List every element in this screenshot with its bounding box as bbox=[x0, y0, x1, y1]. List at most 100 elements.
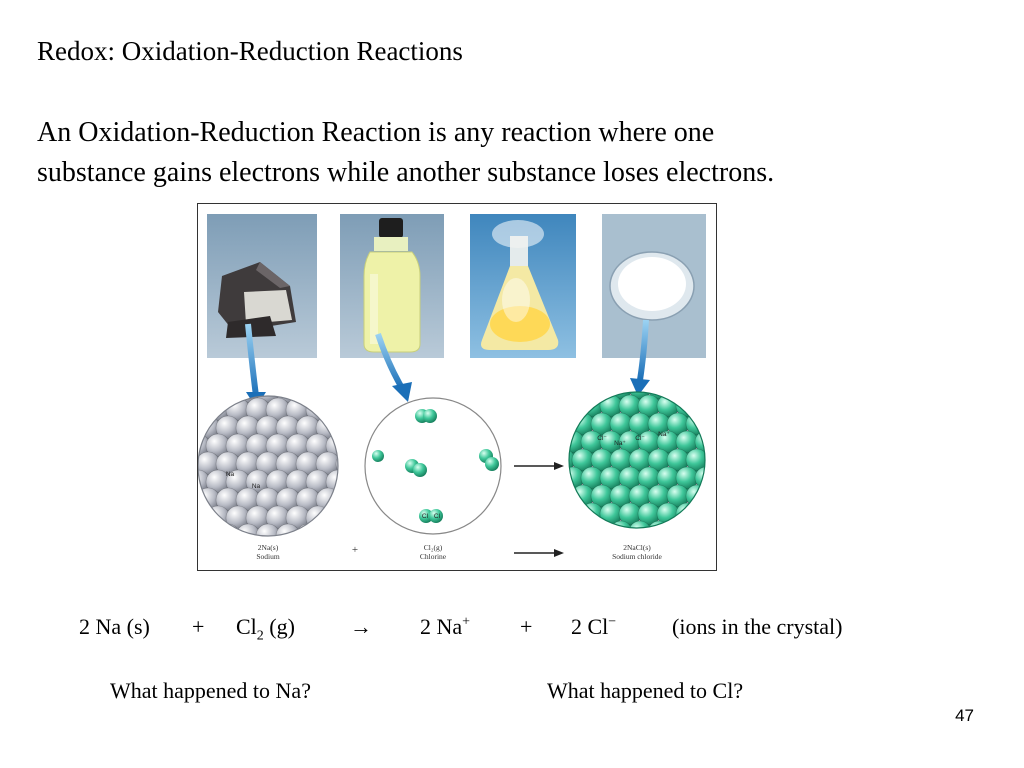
lattice-sphere bbox=[571, 392, 595, 400]
lattice-sphere bbox=[628, 392, 652, 400]
lattice-sphere bbox=[694, 394, 705, 418]
lattice-sphere bbox=[198, 415, 201, 441]
sodium-formula-label: 2Na(s) bbox=[258, 543, 279, 552]
intro-text: An Oxidation-Reduction Reaction is any r… bbox=[37, 113, 997, 193]
lattice-sphere bbox=[198, 523, 221, 536]
chlorine-base: Cl bbox=[236, 614, 257, 639]
sodium-chloride-crystal-model: Cl⁻ Na⁺ Cl⁻ Na⁺ bbox=[568, 391, 715, 545]
lattice-sphere bbox=[686, 514, 700, 528]
chlorine-molecule-model: Cl Cl bbox=[364, 397, 502, 535]
sodium-photo bbox=[207, 214, 317, 358]
lattice-sphere bbox=[315, 523, 338, 536]
slide-title: Redox: Oxidation-Reduction Reactions bbox=[37, 36, 463, 66]
sodium-ion-label-2: Na⁺ bbox=[658, 431, 670, 438]
lattice-sphere bbox=[704, 484, 705, 508]
lattice-sphere bbox=[685, 520, 705, 528]
question-sodium: What happened to Na? bbox=[110, 678, 311, 703]
lattice-sphere bbox=[678, 533, 690, 545]
lattice-sphere bbox=[198, 396, 201, 405]
sodium-ion-charge: + bbox=[462, 614, 471, 630]
lattice-sphere bbox=[569, 394, 585, 418]
sodium-atom-model: Na Na bbox=[198, 395, 370, 537]
lattice-sphere bbox=[704, 448, 705, 472]
chloride-ion-charge: − bbox=[608, 614, 617, 630]
chlorine-atom-label-2: Cl bbox=[434, 513, 441, 520]
lattice-sphere bbox=[704, 520, 705, 528]
lattice-sphere bbox=[569, 392, 577, 402]
lattice-sphere bbox=[215, 523, 241, 536]
equation-plus-1: + bbox=[192, 614, 205, 639]
lattice-sphere bbox=[666, 520, 690, 528]
lattice-sphere bbox=[569, 520, 576, 528]
lattice-sphere bbox=[714, 395, 715, 417]
lattice-sphere bbox=[590, 520, 614, 528]
figure-plus-sign: + bbox=[352, 544, 358, 556]
equation-product-sodium-ion: 2 Na+ bbox=[420, 614, 470, 640]
lattice-sphere bbox=[704, 412, 705, 436]
page-number: 47 bbox=[955, 706, 974, 725]
equation-reactant-chlorine: Cl2 (g) bbox=[236, 614, 295, 644]
lattice-sphere bbox=[198, 505, 211, 531]
reaction-flask-photo bbox=[470, 214, 576, 358]
equation-plus-2: + bbox=[520, 614, 533, 639]
lattice-sphere bbox=[215, 396, 241, 405]
lattice-sphere bbox=[706, 515, 715, 527]
lattice-sphere bbox=[295, 396, 321, 405]
lattice-sphere bbox=[706, 479, 715, 491]
lattice-sphere bbox=[590, 392, 614, 400]
chloride-ion-label: Cl⁻ bbox=[597, 435, 607, 442]
lattice-sphere bbox=[694, 502, 705, 526]
lattice-sphere bbox=[572, 514, 586, 528]
lattice-sphere bbox=[706, 443, 715, 455]
lattice-sphere bbox=[198, 397, 211, 423]
sodium-ion-label: Na⁺ bbox=[614, 440, 626, 447]
product-formula-label: 2NaCl(s) bbox=[623, 543, 651, 552]
lattice-sphere bbox=[696, 496, 705, 510]
chlorine-atom-label: Cl bbox=[422, 513, 429, 520]
lattice-sphere bbox=[569, 392, 576, 400]
lattice-sphere bbox=[335, 396, 338, 405]
lattice-sphere bbox=[714, 503, 715, 525]
equation-reactant-sodium: 2 Na (s) bbox=[79, 614, 150, 639]
lattice-sphere bbox=[235, 523, 261, 536]
chlorine-name-label: Chlorine bbox=[420, 552, 447, 561]
chloride-ion-label-2: Cl⁻ bbox=[635, 435, 645, 442]
lattice-sphere bbox=[325, 397, 338, 423]
lattice-sphere bbox=[697, 533, 709, 545]
lattice-sphere bbox=[571, 520, 595, 528]
chlorine-state: (g) bbox=[263, 614, 295, 639]
lattice-sphere bbox=[714, 467, 715, 489]
sodium-atom-label: Na bbox=[226, 471, 235, 478]
lattice-sphere bbox=[335, 415, 338, 441]
lattice-sphere bbox=[255, 523, 281, 536]
lattice-sphere bbox=[346, 506, 370, 530]
chlorine-subscript: 2 bbox=[256, 628, 264, 644]
intro-line-2: substance gains electrons while another … bbox=[37, 157, 775, 188]
lattice-sphere bbox=[198, 523, 201, 536]
sodium-chloride-photo bbox=[602, 214, 706, 358]
lattice-sphere bbox=[714, 431, 715, 453]
lattice-sphere bbox=[569, 412, 576, 436]
lattice-sphere bbox=[583, 533, 595, 545]
chloride-ion-base: 2 Cl bbox=[571, 614, 609, 639]
lattice-sphere bbox=[295, 523, 321, 536]
reaction-illustration: Na Na Cl Cl bbox=[198, 214, 715, 561]
lattice-sphere bbox=[335, 451, 338, 477]
lattice-sphere bbox=[704, 392, 705, 400]
equation-arrow: → bbox=[350, 614, 372, 639]
lattice-sphere bbox=[198, 487, 201, 513]
equation-product-chloride-ion: 2 Cl− bbox=[571, 614, 616, 640]
lattice-sphere bbox=[572, 406, 586, 420]
sodium-atom-label-2: Na bbox=[252, 483, 261, 490]
lattice-sphere bbox=[335, 487, 338, 513]
sodium-ion-base: 2 Na bbox=[420, 614, 463, 639]
reaction-arrows bbox=[514, 462, 564, 557]
lattice-sphere bbox=[569, 502, 585, 526]
lattice-sphere bbox=[582, 392, 596, 402]
lattice-sphere bbox=[325, 469, 338, 495]
lattice-sphere bbox=[569, 496, 577, 510]
chlorine-photo bbox=[340, 214, 444, 358]
lattice-sphere bbox=[685, 392, 705, 400]
lattice-sphere bbox=[628, 520, 652, 528]
lattice-sphere bbox=[325, 433, 338, 459]
